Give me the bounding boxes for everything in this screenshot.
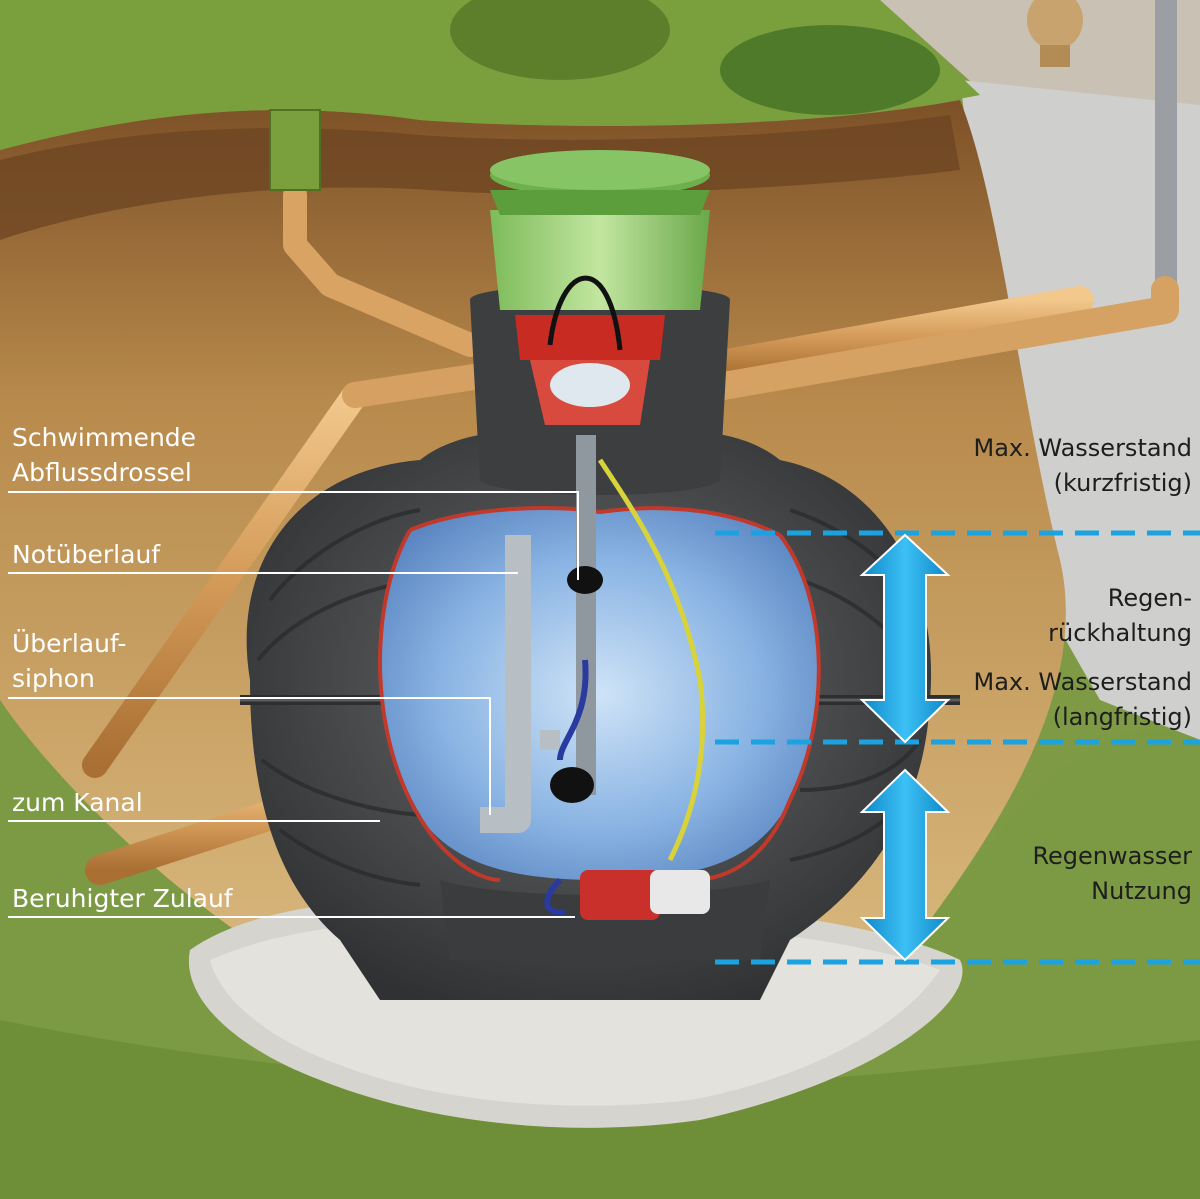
label-zum-kanal: zum Kanal	[12, 788, 143, 817]
fern	[720, 25, 940, 115]
filter-basket	[515, 315, 665, 360]
label-ueberlauf-line2: siphon	[12, 664, 95, 693]
label-max-lang-line2: (langfristig)	[1053, 703, 1192, 731]
float-lower	[550, 767, 594, 803]
inlet-pipe-right-upper	[646, 286, 1094, 389]
label-nutzung-line2: Nutzung	[1091, 877, 1192, 905]
grass-top	[0, 0, 980, 150]
float-upper	[567, 566, 603, 594]
water-volume	[380, 507, 819, 880]
label-schwimmende-line2: Abflussdrossel	[12, 458, 192, 487]
sewer-pipe-left	[82, 382, 368, 778]
label-max-kurz-line2: (kurzfristig)	[1054, 469, 1192, 497]
label-notueberlauf: Notüberlauf	[12, 540, 161, 569]
concrete-wall	[960, 80, 1200, 740]
pump-cable	[597, 458, 706, 862]
label-regen-line1: Regen-	[1108, 584, 1192, 612]
label-zulauf: Beruhigter Zulauf	[12, 884, 234, 913]
pump	[580, 870, 660, 920]
inlet-pipe-right-lower	[686, 276, 1179, 404]
downpipe	[1155, 0, 1177, 300]
arrow-rainwater-retention	[859, 533, 951, 744]
garden-inlet-pipe	[283, 183, 482, 357]
label-regen-line2: rückhaltung	[1048, 619, 1192, 647]
label-max-lang-line1: Max. Wasserstand	[974, 668, 1192, 696]
overflow-siphon	[480, 775, 531, 833]
overflow-pipe	[505, 535, 531, 775]
label-ueberlauf-line1: Überlauf-	[12, 629, 126, 658]
label-max-kurz-line1: Max. Wasserstand	[974, 434, 1192, 462]
soil-top-layer	[0, 115, 960, 240]
leader-abflussdrossel	[8, 491, 579, 580]
label-nutzung-line1: Regenwasser	[1032, 842, 1192, 870]
shaft-telescope	[490, 210, 710, 310]
garden-drain	[269, 109, 321, 191]
drain-pipe-vertical	[576, 435, 596, 795]
basket-handle	[547, 275, 623, 351]
shrub	[450, 0, 670, 80]
arrow-rainwater-usage	[859, 768, 951, 962]
leader-siphon	[8, 697, 491, 815]
label-schwimmende-line1: Schwimmende	[12, 423, 196, 452]
planter-pot	[1027, 0, 1083, 50]
